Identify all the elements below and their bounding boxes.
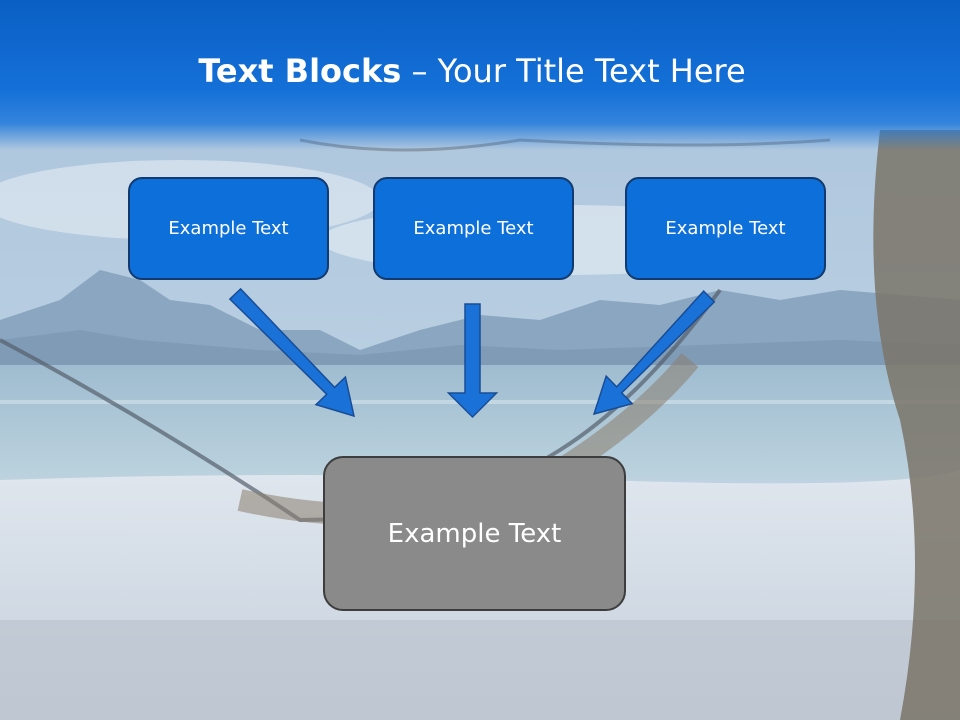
title-dash: – (401, 52, 438, 90)
title-bold: Text Blocks (198, 52, 402, 90)
text-block-right[interactable]: Example Text (625, 177, 826, 280)
result-block[interactable]: Example Text (323, 456, 626, 611)
text-block-left-label: Example Text (168, 218, 289, 239)
title-bar (0, 0, 960, 150)
text-block-center[interactable]: Example Text (373, 177, 574, 280)
text-block-left[interactable]: Example Text (128, 177, 329, 280)
text-block-center-label: Example Text (413, 218, 534, 239)
arrow-center (446, 303, 499, 419)
slide-title: Text Blocks – Your Title Text Here (0, 52, 944, 90)
text-block-right-label: Example Text (665, 218, 786, 239)
result-block-label: Example Text (387, 518, 562, 549)
arrow-left (228, 287, 356, 418)
arrow-right (592, 290, 716, 416)
title-rest: Your Title Text Here (437, 52, 746, 90)
